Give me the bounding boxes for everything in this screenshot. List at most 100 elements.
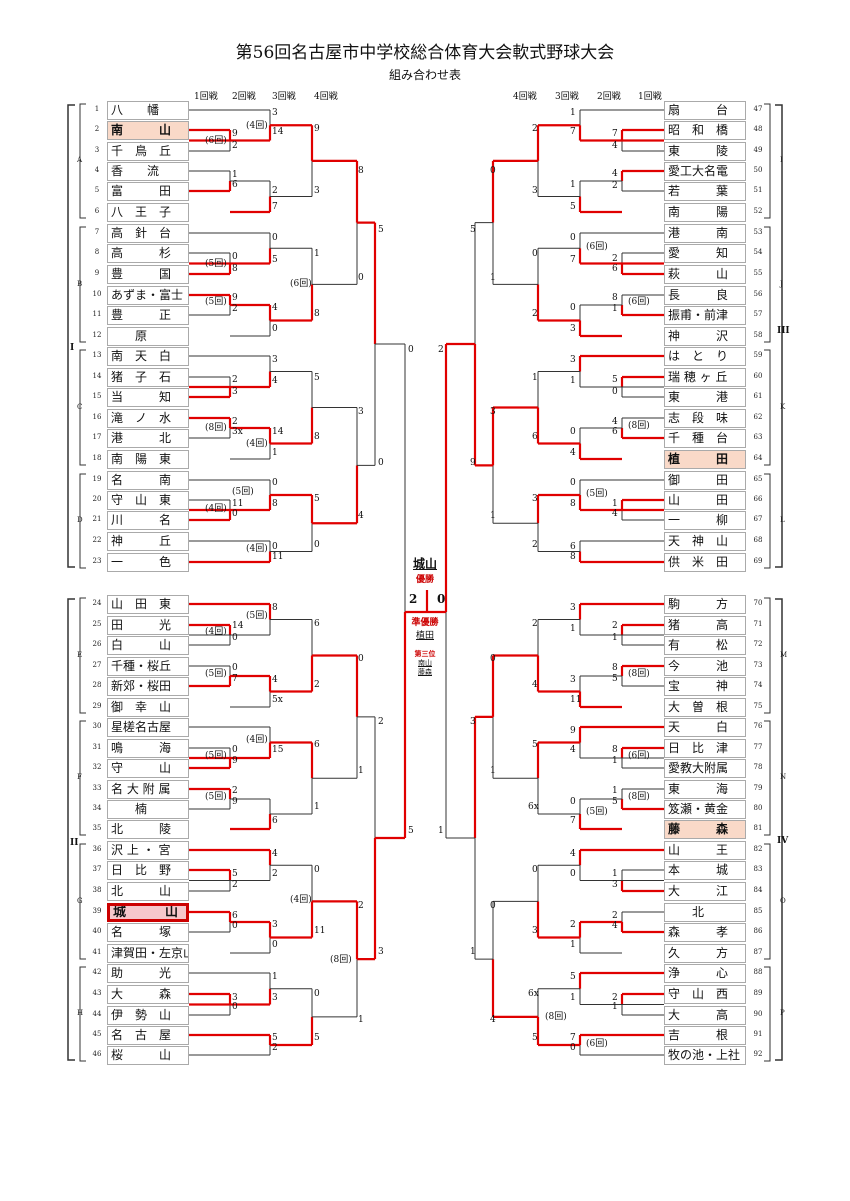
team-cell: 八 王 子 — [107, 203, 189, 222]
score-label: 11 — [314, 926, 326, 936]
score-label: 3 — [490, 407, 496, 417]
round-header: 4回戦 — [513, 92, 537, 102]
group-label: N — [780, 773, 787, 781]
score-label: 9 — [232, 129, 238, 139]
score-label: 1 — [438, 826, 444, 836]
team-cell: 川 名 — [107, 511, 189, 530]
score-label: 2 — [532, 619, 538, 629]
team-cell: 東 港 — [664, 388, 746, 407]
seed-number: 48 — [753, 125, 763, 133]
seed-number: 49 — [753, 146, 763, 154]
score-label: 5 — [408, 826, 414, 836]
score-label: 15 — [272, 745, 284, 755]
champion-label: 優勝 — [415, 575, 434, 585]
seed-number: 86 — [753, 927, 763, 935]
team-cell: 大 江 — [664, 882, 746, 901]
seed-number: 52 — [753, 207, 763, 215]
team-cell: 南 山 — [107, 121, 189, 140]
seed-number: 33 — [92, 784, 102, 792]
seed-number: 51 — [753, 186, 763, 194]
seed-number: 38 — [92, 886, 102, 894]
group-label: F — [77, 773, 82, 781]
score-label: 0 — [232, 745, 238, 755]
score-label: 2 — [232, 417, 238, 427]
score-label: (6回) — [628, 297, 650, 307]
score-label: 9 — [470, 458, 476, 468]
team-cell: は と り — [664, 347, 746, 366]
team-cell: 白 山 — [107, 636, 189, 655]
team-cell: 一 柳 — [664, 511, 746, 530]
runner-up-label: 準優勝 — [411, 618, 439, 628]
score-label: 8 — [232, 264, 238, 274]
team-cell: 供 米 田 — [664, 553, 746, 572]
group-label: H — [77, 1009, 84, 1017]
score-label: 8 — [272, 603, 278, 613]
score-label: 7 — [570, 816, 576, 826]
score-label: 1 — [570, 993, 576, 1003]
team-cell: 山 田 東 — [107, 595, 189, 614]
score-label: 3 — [570, 355, 576, 365]
team-cell: 宝 神 — [664, 677, 746, 696]
score-label: 0 — [232, 633, 238, 643]
score-label: 1 — [570, 624, 576, 634]
team-cell: 名 大 附 属 — [107, 780, 189, 799]
score-label: 2 — [612, 181, 618, 191]
score-label: 5 — [612, 797, 618, 807]
score-label: 1 — [612, 756, 618, 766]
page-title: 第56回名古屋市中学校総合体育大会軟式野球大会 — [235, 43, 615, 63]
score-label: 5 — [314, 373, 320, 383]
score-label: 2 — [232, 786, 238, 796]
zone-label: III — [777, 326, 790, 336]
score-label: 3 — [532, 186, 538, 196]
seed-number: 82 — [753, 845, 763, 853]
score-label: 2 — [612, 911, 618, 921]
score-label: 3 — [570, 603, 576, 613]
score-label: (8回) — [628, 421, 650, 431]
team-cell: 北 — [664, 903, 746, 922]
seed-number: 14 — [92, 372, 102, 380]
score-label: 8 — [570, 552, 576, 562]
score-label: 0 — [314, 540, 320, 550]
team-cell: 久 方 — [664, 944, 746, 963]
team-cell: 星槎名古屋 — [107, 718, 189, 737]
team-cell: 豊 国 — [107, 265, 189, 284]
score-label: (5回) — [586, 807, 608, 817]
score-label: 4 — [532, 680, 538, 690]
score-label: 2 — [532, 124, 538, 134]
team-cell: 有 松 — [664, 636, 746, 655]
score-label: 2 — [232, 141, 238, 151]
score-label: 2 — [232, 304, 238, 314]
score-label: 4 — [570, 849, 576, 859]
team-cell: 沢 上 ・ 宮 — [107, 841, 189, 860]
team-cell: 千 鳥 丘 — [107, 142, 189, 161]
score-label: 5x — [272, 695, 283, 705]
score-label: 4 — [272, 303, 278, 313]
score-label: 11 — [232, 499, 244, 509]
team-cell: 八 幡 — [107, 101, 189, 120]
score-label: 1 — [490, 273, 496, 283]
seed-number: 7 — [94, 228, 100, 236]
score-label: 4 — [612, 509, 618, 519]
score-label: 0 — [378, 458, 384, 468]
seed-number: 44 — [92, 1010, 102, 1018]
score-label: 2 — [272, 1043, 278, 1053]
seed-number: 69 — [753, 557, 763, 565]
score-label: 3 — [470, 717, 476, 727]
team-cell: 南 陽 — [664, 203, 746, 222]
team-cell: 天 神 山 — [664, 532, 746, 551]
team-cell: 日 比 野 — [107, 861, 189, 880]
score-label: (6回) — [205, 136, 227, 146]
team-cell: 昭 和 橋 — [664, 121, 746, 140]
score-label: 2 — [314, 680, 320, 690]
seed-number: 45 — [92, 1030, 102, 1038]
team-cell: 今 池 — [664, 657, 746, 676]
round-header: 3回戦 — [272, 92, 296, 102]
seed-number: 24 — [92, 599, 102, 607]
seed-number: 28 — [92, 681, 102, 689]
seed-number: 36 — [92, 845, 102, 853]
group-label: K — [780, 402, 786, 411]
score-label: 3 — [570, 675, 576, 685]
third-place-name: 藤森 — [418, 668, 432, 676]
team-cell: 愛教大附属 — [664, 759, 746, 778]
score-label: 2 — [358, 901, 364, 911]
